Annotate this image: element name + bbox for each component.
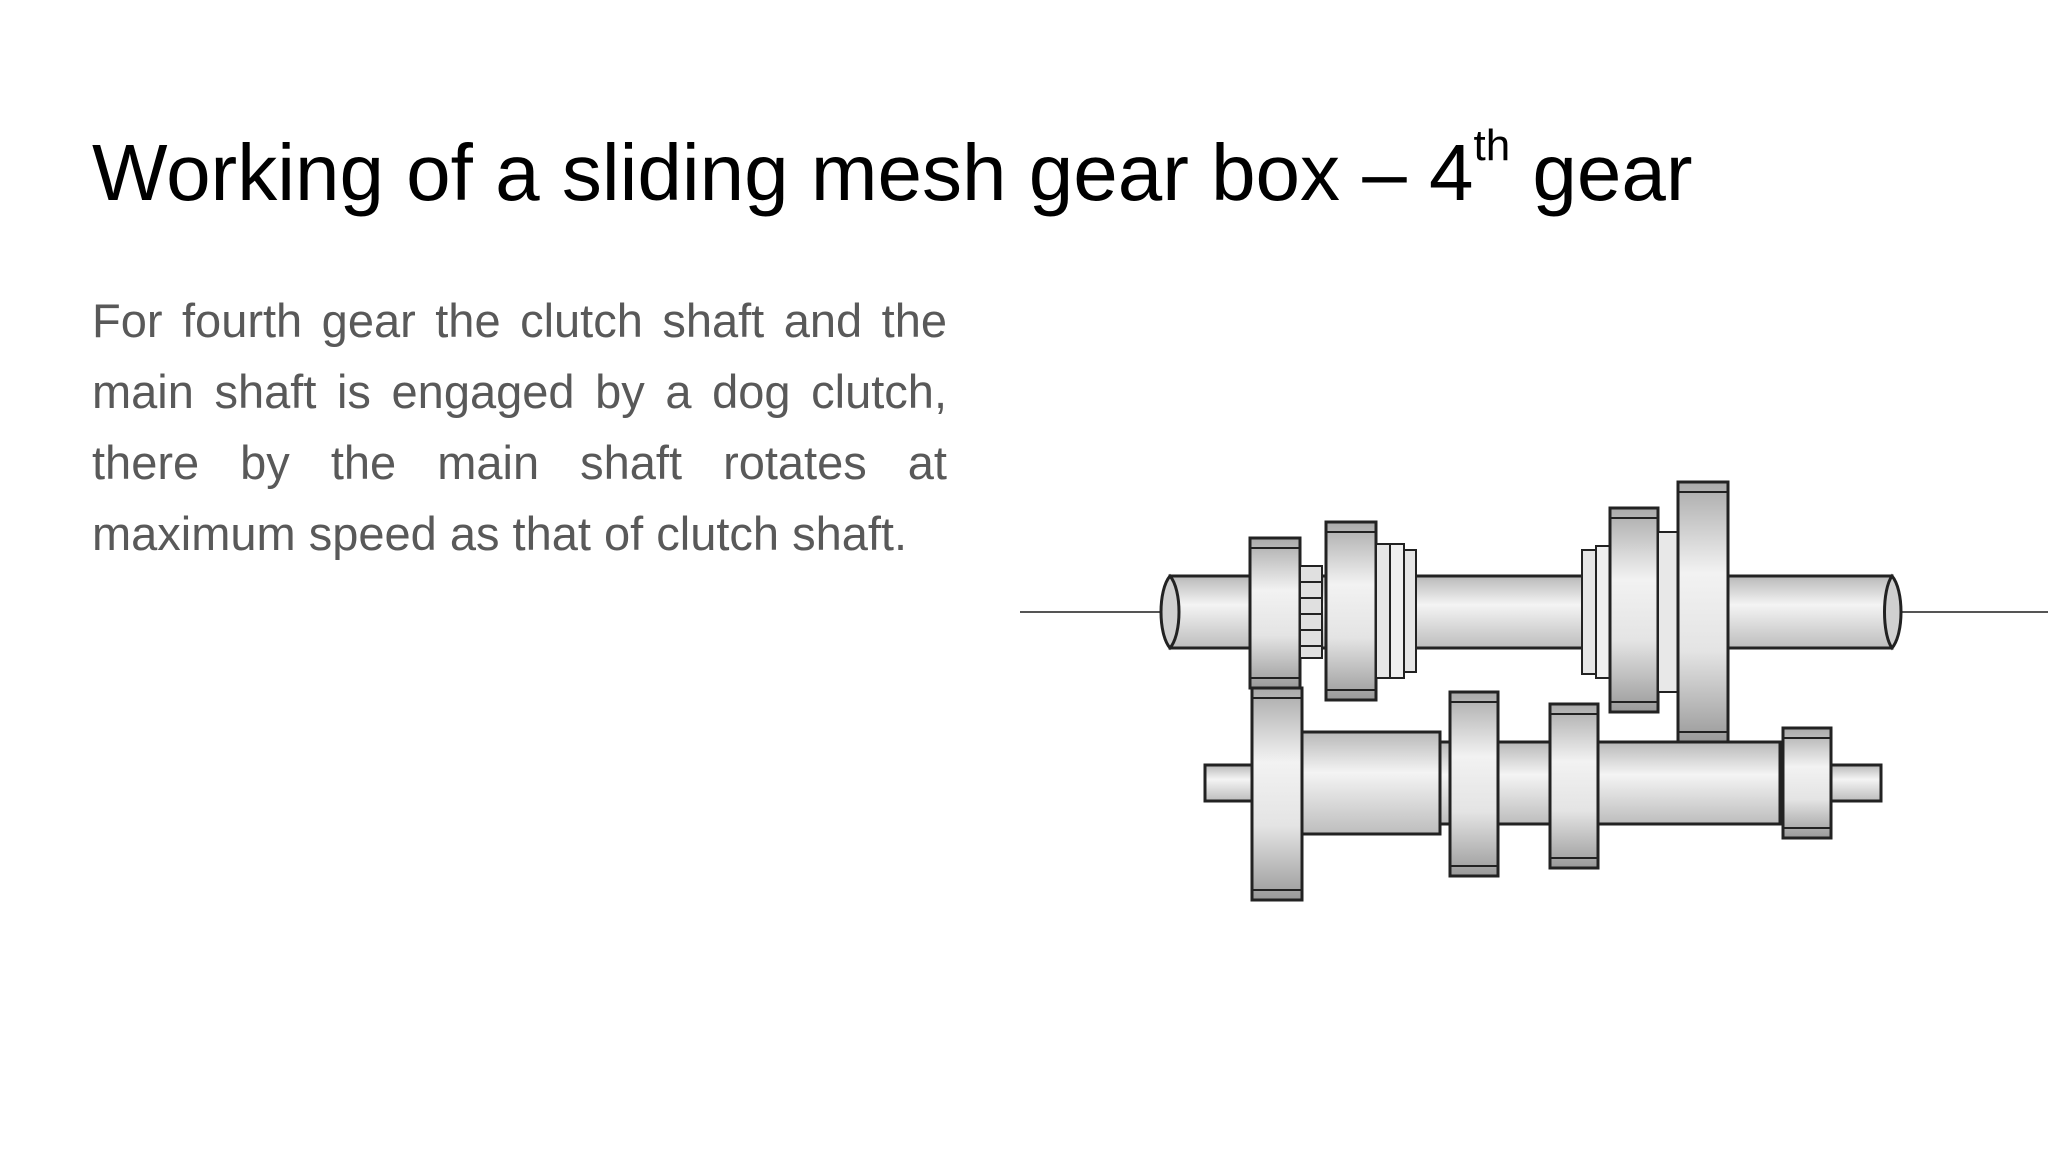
lay-gear-4 bbox=[1781, 726, 1833, 840]
title-main: Working of a sliding mesh gear box – 4 bbox=[92, 128, 1474, 217]
title-tail: gear bbox=[1510, 128, 1693, 217]
main-sliding-gear-3 bbox=[1676, 480, 1730, 744]
body-paragraph: For fourth gear the clutch shaft and the… bbox=[92, 294, 947, 560]
gearbox-diagram bbox=[1020, 480, 2048, 902]
slide-title: Working of a sliding mesh gear box – 4th… bbox=[92, 118, 1693, 228]
lay-gear-1 bbox=[1250, 686, 1304, 902]
dog-clutch bbox=[1299, 565, 1323, 659]
main-sliding-gear-2 bbox=[1581, 506, 1679, 714]
lay-gear-3 bbox=[1548, 702, 1600, 870]
clutch-gear bbox=[1248, 536, 1302, 690]
title-superscript: th bbox=[1473, 121, 1511, 171]
main-sliding-gear-1 bbox=[1324, 520, 1417, 702]
lay-shaft bbox=[1203, 730, 1883, 836]
lay-gear-2 bbox=[1448, 690, 1500, 878]
